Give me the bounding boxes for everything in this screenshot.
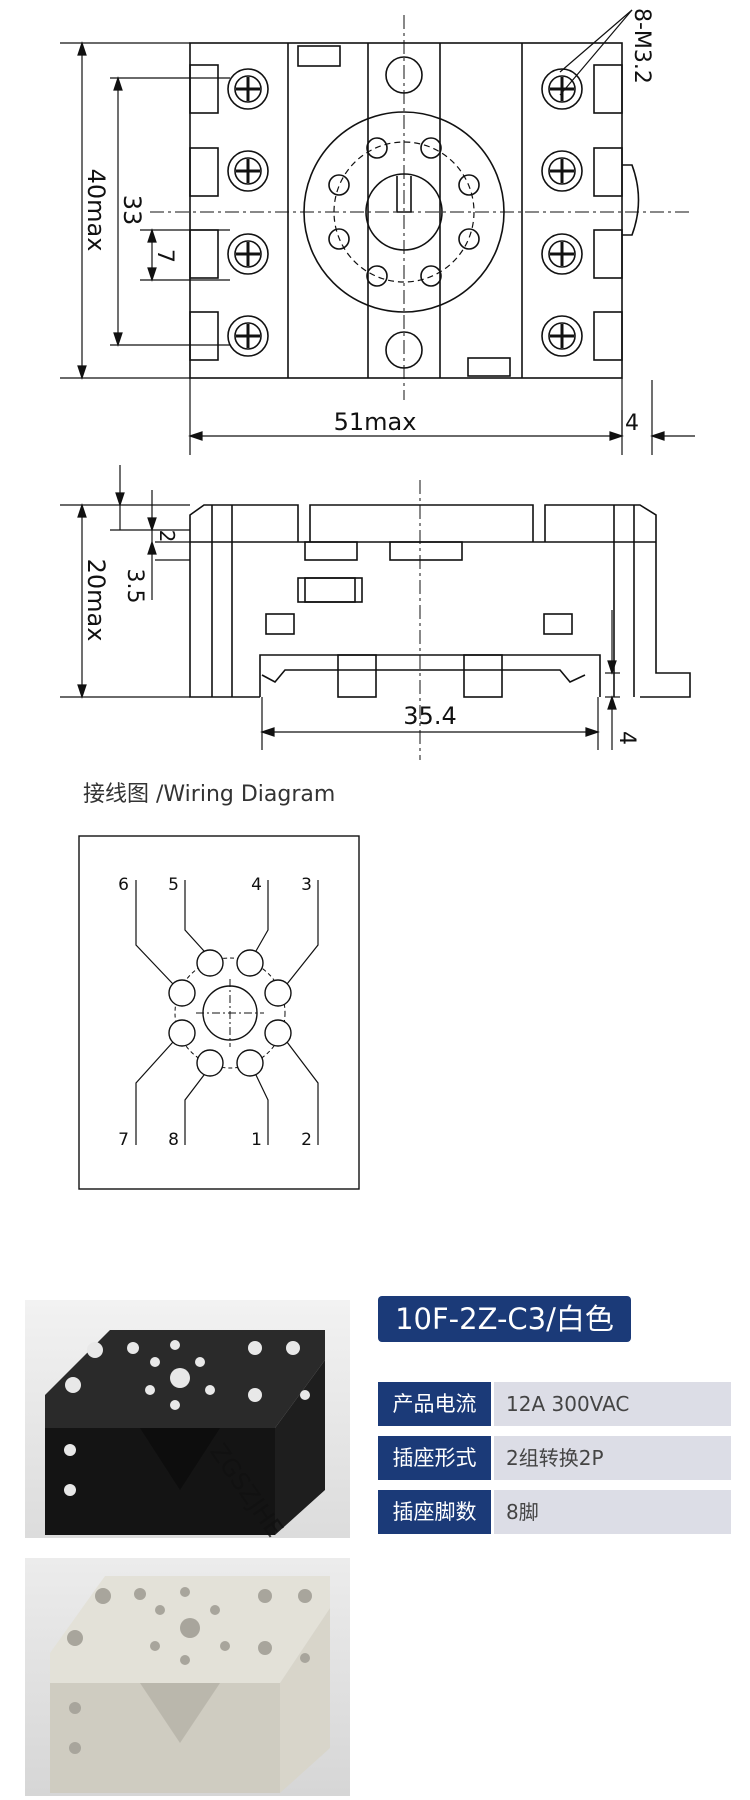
dim-height-inner-label: 33 bbox=[118, 195, 146, 226]
pin-label-2: 2 bbox=[301, 1130, 312, 1150]
wiring-diagram-title: 接线图 /Wiring Diagram bbox=[83, 782, 336, 807]
dim-screws-label: 8-M3.2 bbox=[629, 8, 654, 84]
spec-key: 产品电流 bbox=[378, 1382, 491, 1426]
spec-value: 12A 300VAC bbox=[494, 1382, 731, 1426]
spec-row-current: 产品电流 12A 300VAC bbox=[378, 1382, 731, 1426]
spec-value: 8脚 bbox=[494, 1490, 731, 1534]
spec-key: 插座形式 bbox=[378, 1436, 491, 1480]
side-dim-top-a-label: 2 bbox=[155, 530, 179, 543]
side-dim-height-label: 20max bbox=[82, 559, 110, 642]
pin-label-4: 4 bbox=[251, 875, 262, 895]
dim-height-outer-label: 40max bbox=[82, 169, 110, 252]
product-title: 10F-2Z-C3/白色 bbox=[378, 1296, 631, 1342]
pin-label-3: 3 bbox=[301, 875, 312, 895]
black-socket-photo: ZGSZJHE bbox=[25, 1300, 350, 1538]
pin-label-8: 8 bbox=[168, 1130, 179, 1150]
spec-key: 插座脚数 bbox=[378, 1490, 491, 1534]
dim-small-label: 7 bbox=[152, 249, 177, 263]
pin-label-6: 6 bbox=[118, 875, 129, 895]
pin-label-5: 5 bbox=[168, 875, 179, 895]
side-dim-top-b-label: 3.5 bbox=[122, 569, 147, 604]
spec-value: 2组转换2P bbox=[494, 1436, 731, 1480]
spec-row-pin-count: 插座脚数 8脚 bbox=[378, 1490, 731, 1534]
side-dim-width-label: 35.4 bbox=[403, 702, 456, 730]
top-view-drawing: 51max 4 40max 33 7 8-M3.2 bbox=[60, 8, 695, 455]
spec-row-socket-type: 插座形式 2组转换2P bbox=[378, 1436, 731, 1480]
pin-label-7: 7 bbox=[118, 1130, 129, 1150]
side-view-drawing: 20max 2 3.5 35.4 4 bbox=[60, 465, 691, 760]
pin-label-1: 1 bbox=[251, 1130, 262, 1150]
white-socket-photo bbox=[25, 1558, 350, 1796]
side-dim-foot-label: 4 bbox=[614, 731, 639, 745]
dim-rail-label: 4 bbox=[625, 411, 639, 436]
dim-width-label: 51max bbox=[334, 408, 417, 436]
wiring-diagram: 6 5 4 3 7 8 1 2 bbox=[78, 835, 360, 1190]
